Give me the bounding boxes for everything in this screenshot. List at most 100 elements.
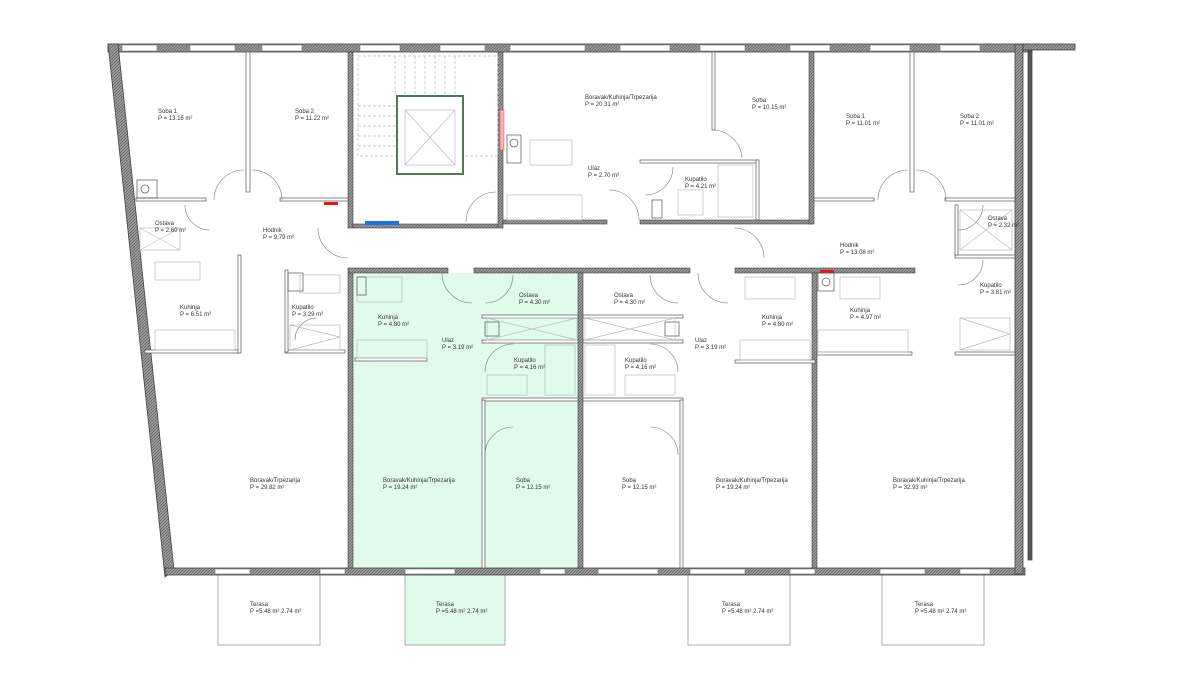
terraces bbox=[217, 571, 985, 646]
room-area: P =5.48 m² 2.74 m² bbox=[915, 609, 966, 615]
room-area: P = 2.60 m² bbox=[155, 228, 186, 234]
room-name: Terasa bbox=[250, 602, 269, 608]
room-name: Soba bbox=[622, 478, 637, 484]
room-area: P = 20.31 m² bbox=[585, 102, 619, 108]
staircase bbox=[357, 55, 505, 175]
room-area: P = 3.19 m² bbox=[695, 345, 726, 351]
room-area: P = 13.08 m² bbox=[840, 250, 874, 256]
installation-shaft-marker bbox=[365, 221, 399, 225]
room-area: P = 3.29 m² bbox=[292, 312, 323, 318]
room-area: P = 4.16 m² bbox=[625, 365, 656, 371]
room-name: Hodnik bbox=[263, 228, 283, 234]
room-name: Ulaz bbox=[588, 166, 600, 172]
room-area: P = 4.80 m² bbox=[762, 322, 793, 328]
room-area: P = 2.32 m² bbox=[988, 223, 1019, 229]
room-name: Kupatilo bbox=[685, 177, 707, 183]
partitions bbox=[135, 51, 1016, 569]
room-name: Soba bbox=[516, 478, 531, 484]
room-area: P = 4.30 m² bbox=[519, 300, 550, 306]
room-area: P =5.48 m² 2.74 m² bbox=[436, 609, 487, 615]
room-area: P = 4.21 m² bbox=[685, 184, 716, 190]
room-name: Kupatilo bbox=[980, 283, 1002, 289]
room-area: P = 12.15 m² bbox=[516, 485, 550, 491]
room-area: P = 3.19 m² bbox=[442, 345, 473, 351]
room-area: P = 2.70 m² bbox=[588, 173, 619, 179]
room-area: P = 13.16 m² bbox=[158, 116, 192, 122]
room-name: Boravak/Kuhinja/Trpezarija bbox=[716, 478, 788, 484]
room-name: Kuhinja bbox=[378, 315, 399, 321]
room-name: Soba 2 bbox=[960, 114, 980, 120]
electrical-panel-marker bbox=[324, 202, 338, 205]
electrical-panel-marker bbox=[820, 270, 834, 273]
room-area: P = 4.97 m² bbox=[850, 315, 881, 321]
room-name: Soba 2 bbox=[295, 109, 315, 115]
room-name: Boravak/Kuhinja/Trpezarija bbox=[585, 95, 657, 101]
room-area: P = 11.01 m² bbox=[960, 121, 994, 127]
room-area: P = 29.82 m² bbox=[250, 485, 284, 491]
room-name: Ulaz bbox=[695, 338, 707, 344]
room-name: Hodnik bbox=[840, 243, 860, 249]
room-name: Terasa bbox=[436, 602, 455, 608]
room-name: Soba 1 bbox=[846, 114, 866, 120]
room-area: P = 32.93 m² bbox=[893, 485, 927, 491]
room-name: Terasa bbox=[915, 602, 934, 608]
room-name: Soba bbox=[752, 98, 767, 104]
room-area: P = 11.22 m² bbox=[295, 116, 329, 122]
room-name: Kupatilo bbox=[625, 358, 647, 364]
exterior-walls bbox=[107, 43, 1076, 578]
room-name: Ostava bbox=[988, 216, 1008, 222]
room-name: Boravak/Trpezarija bbox=[250, 478, 301, 484]
highlighted-apartment[interactable] bbox=[352, 273, 580, 646]
elevator-cab-icon bbox=[404, 109, 456, 166]
room-name: Kupatilo bbox=[292, 305, 314, 311]
room-area: P = 11.01 m² bbox=[846, 121, 880, 127]
room-name: Kuhinja bbox=[180, 305, 201, 311]
room-area: P = 6.51 m² bbox=[180, 312, 211, 318]
room-area: P = 19.24 m² bbox=[716, 485, 750, 491]
room-area: P =5.48 m² 2.74 m² bbox=[722, 609, 773, 615]
room-area: P =5.48 m² 2.74 m² bbox=[250, 609, 301, 615]
interior-walls bbox=[347, 51, 916, 569]
doors bbox=[184, 129, 984, 456]
room-name: Boravak/Kuhinja/Trpezarija bbox=[893, 478, 965, 484]
room-name: Kupatilo bbox=[514, 358, 536, 364]
room-area: P = 12.15 m² bbox=[622, 485, 656, 491]
room-area: P = 3.81 m² bbox=[980, 290, 1011, 296]
room-name: Ostava bbox=[155, 221, 175, 227]
elevator-shaft bbox=[396, 95, 464, 175]
room-area: P = 4.80 m² bbox=[378, 322, 409, 328]
fixtures bbox=[136, 134, 1013, 396]
windows bbox=[121, 44, 991, 575]
